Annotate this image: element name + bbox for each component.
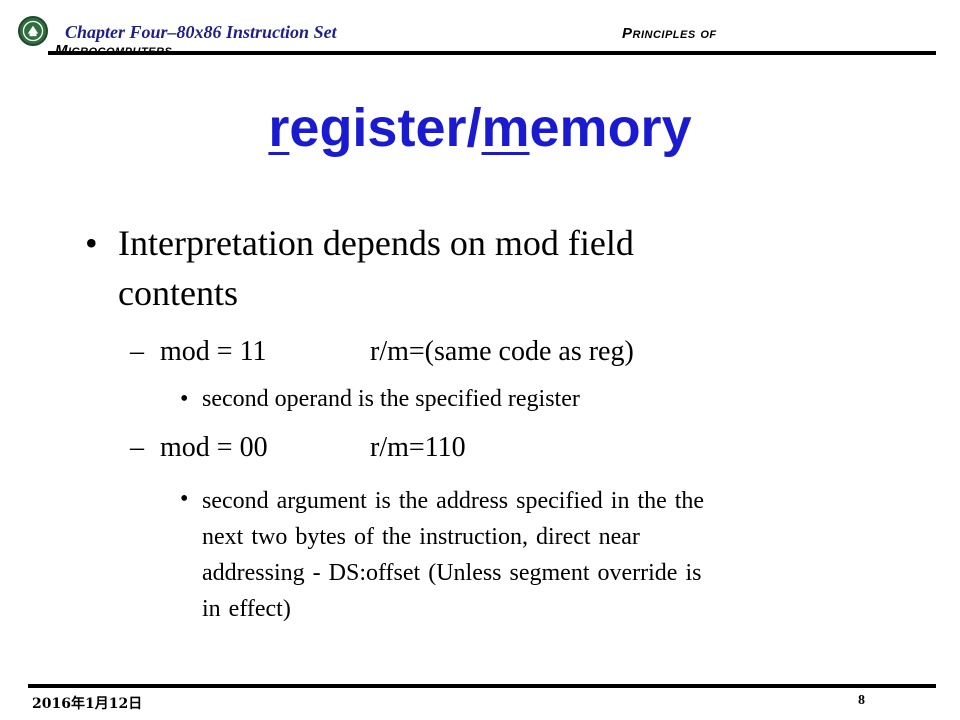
page-number: 8 [858,693,865,708]
footer-date: 2016年1月12日 [32,696,143,712]
rm-same-code-label: r/m=(same code as reg) [370,336,634,367]
title-text-emory: emory [529,98,692,158]
title-text-egister: egister/ [289,98,482,158]
slide-title: register/memory [0,96,960,160]
chapter-title: Chapter Four–80x86 Instruction Set [65,22,337,42]
university-seal-icon [18,16,48,46]
mod-00-detail-line4: in effect) [202,596,291,622]
title-underlined-r: r [268,98,290,158]
sub-bullet-dash: – [130,432,144,463]
detail-bullet-dot: • [180,386,189,412]
mod-11-detail: second operand is the specified register [202,386,580,412]
course-title-principles: Principles of [622,25,717,42]
sub-bullet-dash: – [130,336,144,367]
bullet-interpretation-line1: Interpretation depends on mod field [118,223,634,263]
mod-11-label: mod = 11 [160,336,267,367]
header-divider [48,51,936,55]
mod-00-detail-line1: second argument is the address specified… [202,488,705,514]
mod-00-detail-line2: next two bytes of the instruction, direc… [202,524,640,550]
mod-00-label: mod = 00 [160,432,268,463]
title-underlined-m: m [481,98,530,158]
detail-bullet-dot: • [180,486,189,512]
footer-divider [28,684,936,688]
rm-110-label: r/m=110 [370,432,466,463]
mod-00-detail-line3: addressing - DS:offset (Unless segment o… [202,560,702,586]
bullet-dot: • [85,223,98,263]
bullet-interpretation-line2: contents [118,273,238,313]
